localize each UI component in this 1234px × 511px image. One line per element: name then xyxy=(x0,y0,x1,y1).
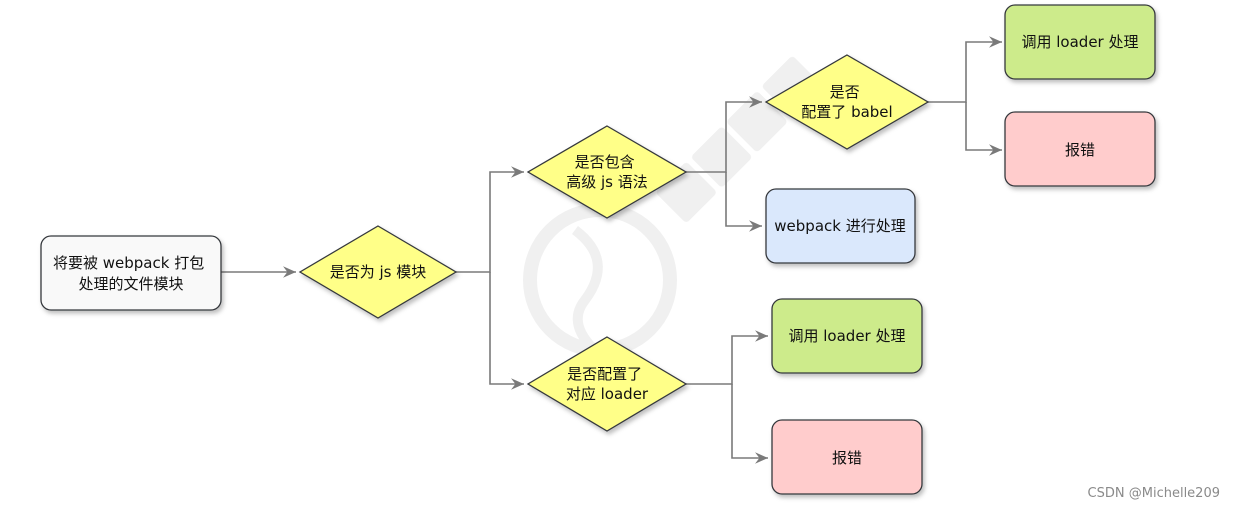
svg-text:是否 配置了 babel: 是否 配置了 babel xyxy=(801,83,892,121)
edge-is-js-to-loader-configured xyxy=(489,272,524,390)
edge-advanced-to-webpack xyxy=(725,172,762,232)
edge-advanced-to-babel xyxy=(686,96,762,173)
decision-loader-configured-line-1: 是否配置了 xyxy=(567,365,642,383)
footer-credit: CSDN @Michelle209 xyxy=(1087,486,1220,501)
decision-loader-configured-line-2: 对应 loader xyxy=(566,385,649,403)
process-babel-loader-label: 调用 loader 处理 xyxy=(1022,33,1139,51)
error-babel: 报错 xyxy=(1004,111,1156,187)
edge-loader-configured-to-process xyxy=(686,330,768,385)
process-loader-label: 调用 loader 处理 xyxy=(789,327,906,345)
edge-loader-configured-to-error xyxy=(731,384,768,464)
svg-text:调用 loader 处理: 调用 loader 处理 xyxy=(789,327,906,345)
decision-has-advanced-js-line-1: 是否包含 xyxy=(575,153,635,171)
svg-text:调用 loader 处理: 调用 loader 处理 xyxy=(1022,33,1139,51)
svg-text:将要被 webpack 打包 处理的文件模块: 将要被 webpack 打包 处理的文件模块 xyxy=(53,254,209,293)
decision-loader-configured: 是否配置了 对应 loader xyxy=(526,336,688,432)
edge-is-js-to-advanced xyxy=(456,166,524,273)
process-webpack: webpack 进行处理 xyxy=(765,188,916,264)
svg-text:是否包含 高级 js 语法: 是否包含 高级 js 语法 xyxy=(566,153,648,191)
decision-is-js: 是否为 js 模块 xyxy=(298,225,458,319)
svg-text:是否为 js 模块: 是否为 js 模块 xyxy=(330,263,427,281)
error-loader: 报错 xyxy=(771,419,923,495)
svg-text:报错: 报错 xyxy=(832,449,862,467)
svg-text:webpack 进行处理: webpack 进行处理 xyxy=(774,217,905,235)
decision-has-advanced-js-line-2: 高级 js 语法 xyxy=(566,173,648,191)
edge-babel-to-loader xyxy=(928,36,1002,103)
error-loader-label: 报错 xyxy=(832,449,862,467)
process-babel-loader: 调用 loader 处理 xyxy=(1004,4,1156,80)
decision-babel-configured: 是否 配置了 babel xyxy=(764,54,930,150)
decision-babel-configured-line-1: 是否 xyxy=(830,83,860,101)
svg-text:报错: 报错 xyxy=(1065,141,1095,159)
svg-text:是否配置了 对应 loader: 是否配置了 对应 loader xyxy=(566,365,649,403)
node-start-line-1: 将要被 webpack 打包 xyxy=(53,254,204,272)
edges xyxy=(221,36,1002,464)
node-start-line-2: 处理的文件模块 xyxy=(78,275,183,293)
error-babel-label: 报错 xyxy=(1065,141,1095,159)
edge-babel-to-error xyxy=(965,102,1002,156)
node-start: 将要被 webpack 打包 处理的文件模块 xyxy=(40,235,222,311)
decision-has-advanced-js: 是否包含 高级 js 语法 xyxy=(526,125,688,219)
decision-babel-configured-line-2: 配置了 babel xyxy=(801,103,892,121)
decision-is-js-label: 是否为 js 模块 xyxy=(330,263,427,281)
process-loader: 调用 loader 处理 xyxy=(771,298,923,374)
process-webpack-label: webpack 进行处理 xyxy=(774,217,905,235)
